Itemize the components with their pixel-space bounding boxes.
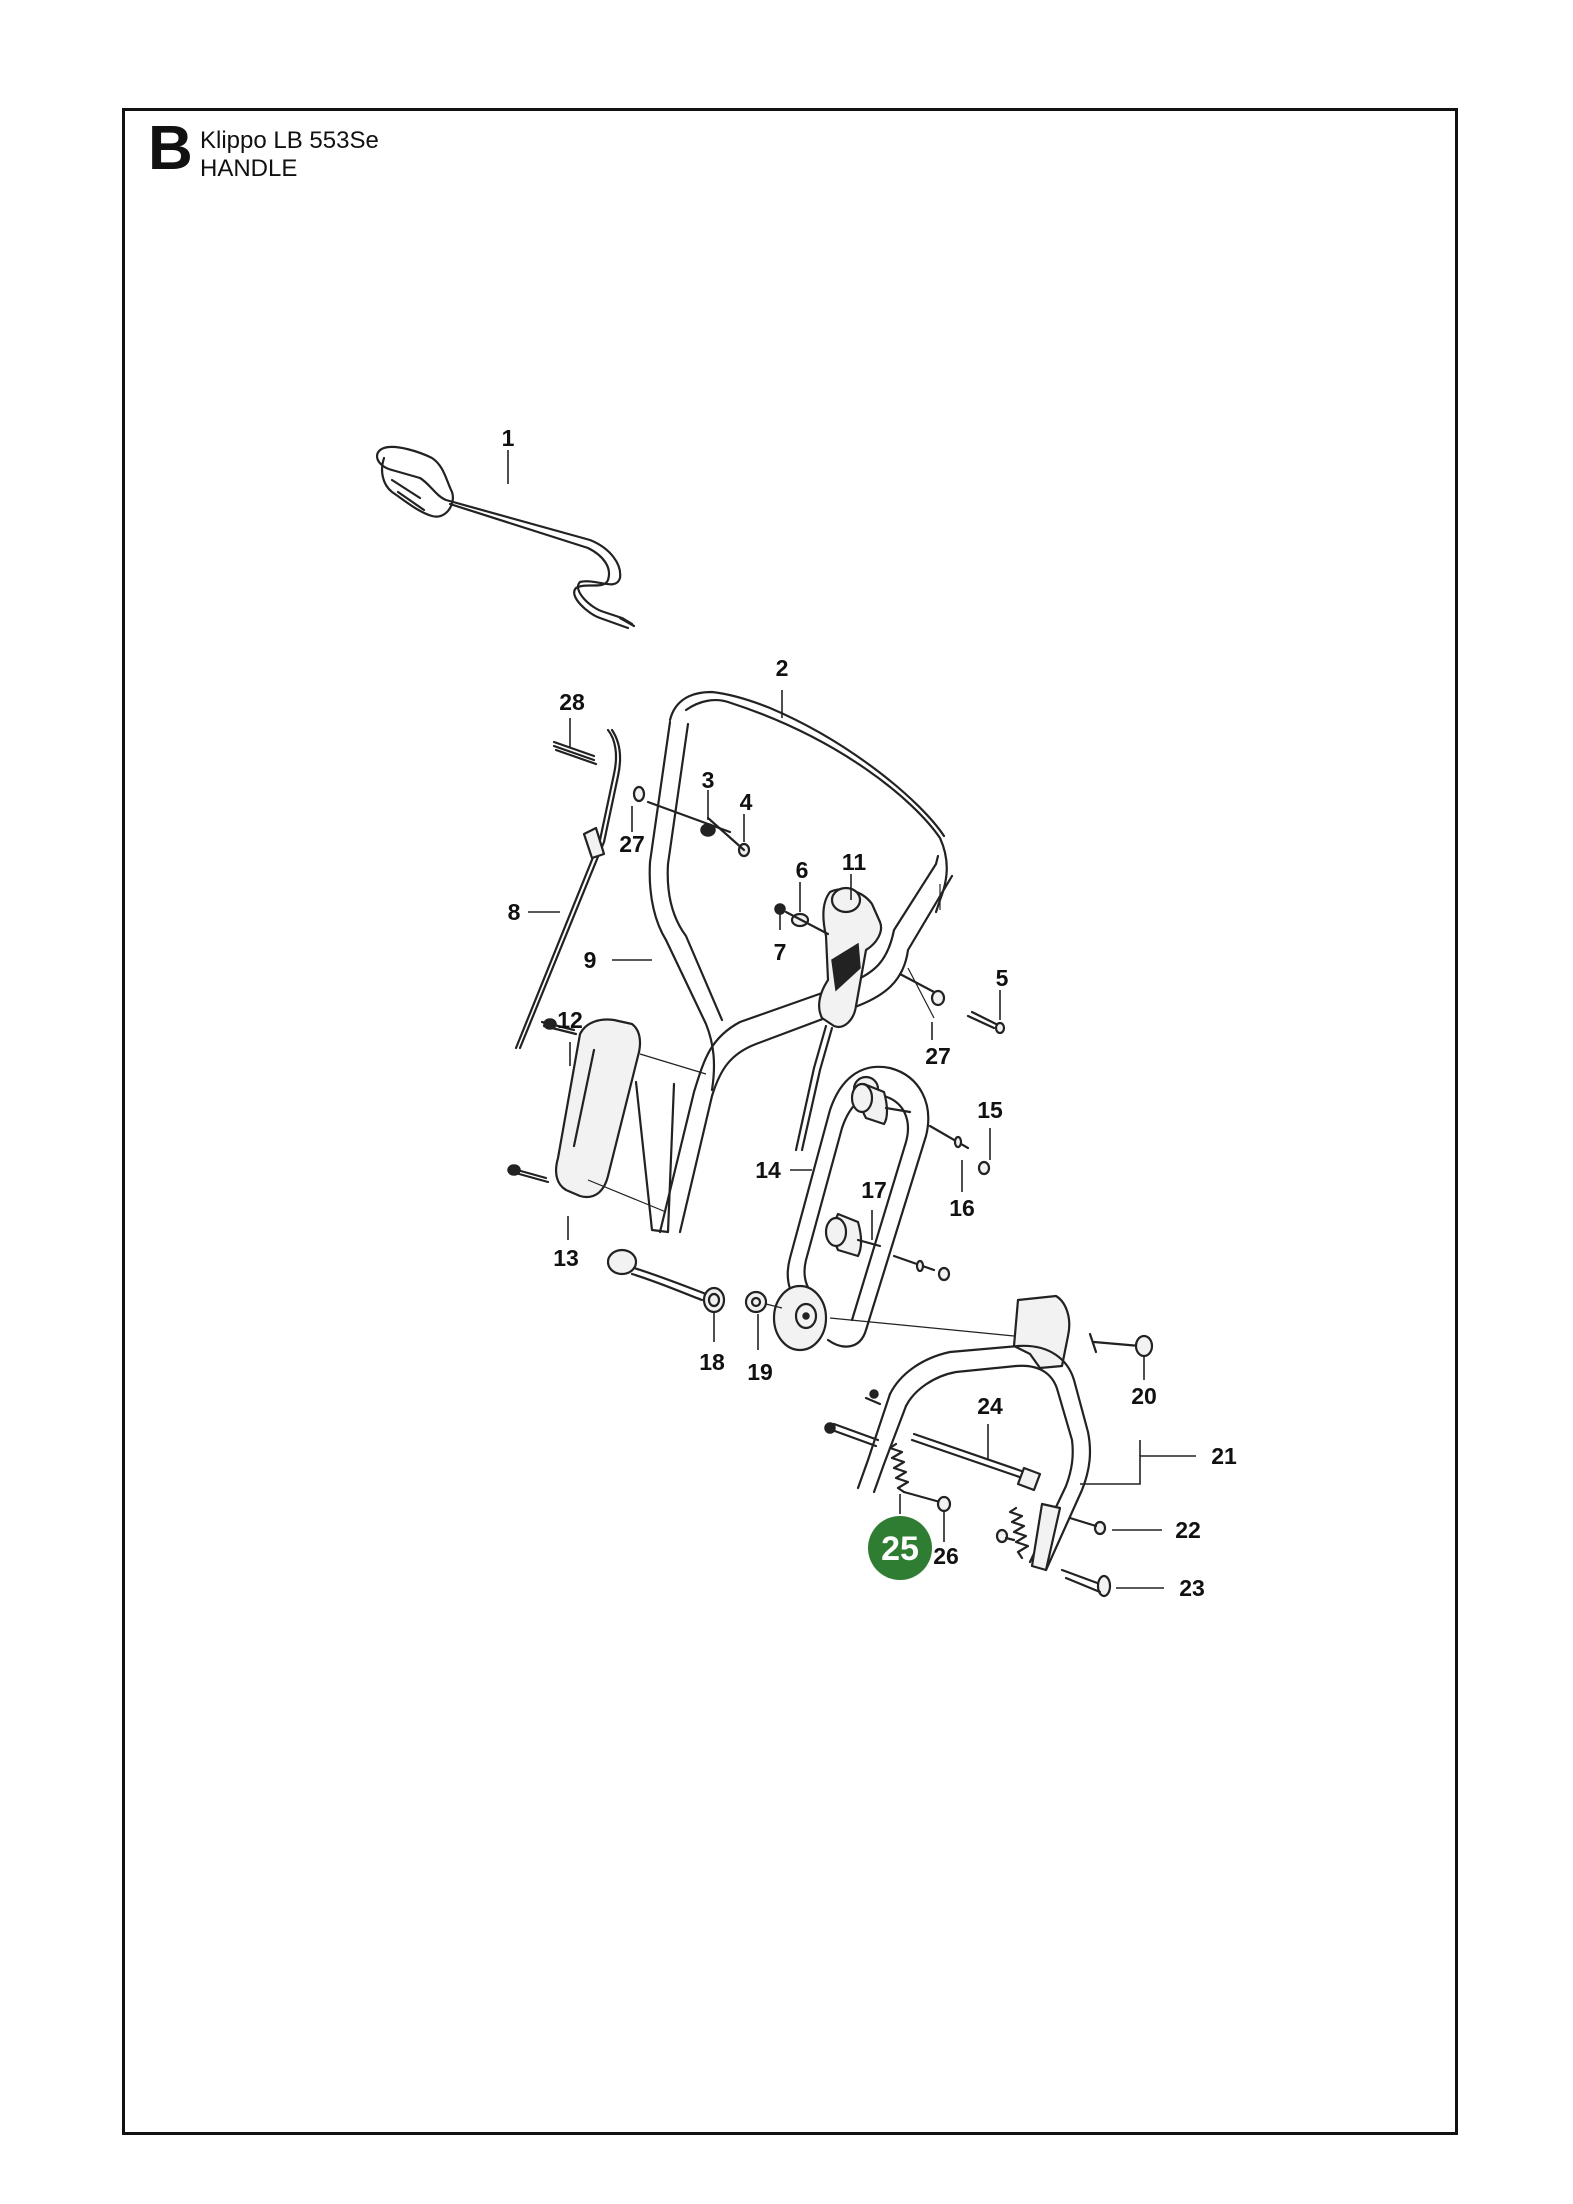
callout-19: 19 bbox=[747, 1359, 773, 1385]
callout-15: 15 bbox=[977, 1097, 1003, 1123]
callout-2: 2 bbox=[776, 655, 789, 681]
diagram-frame bbox=[122, 108, 1458, 2135]
callout-13: 13 bbox=[553, 1245, 579, 1271]
callout-5: 5 bbox=[996, 965, 1009, 991]
part-21-lower-handle bbox=[856, 1294, 1154, 1572]
part-8-cable bbox=[514, 728, 622, 1050]
callout-28: 28 bbox=[559, 689, 585, 715]
callout-17: 17 bbox=[861, 1177, 887, 1203]
part-25-springs bbox=[824, 1422, 1112, 1598]
callout-labels: 1 2 3 4 5 6 7 8 9 11 12 13 14 15 16 17 1… bbox=[502, 425, 1237, 1601]
callout-27-right: 27 bbox=[925, 1043, 951, 1069]
callout-4: 4 bbox=[740, 789, 753, 815]
part-14-bracket bbox=[772, 1065, 991, 1352]
callout-23: 23 bbox=[1179, 1575, 1205, 1601]
callout-3: 3 bbox=[702, 767, 715, 793]
leader-lines bbox=[507, 450, 1196, 1589]
highlight-label: 25 bbox=[881, 1530, 919, 1568]
callout-14: 14 bbox=[755, 1157, 781, 1183]
callout-18: 18 bbox=[699, 1349, 725, 1375]
callout-27-top: 27 bbox=[619, 831, 645, 857]
callout-21: 21 bbox=[1211, 1443, 1237, 1469]
callout-26: 26 bbox=[933, 1543, 959, 1569]
section-letter: B bbox=[148, 114, 193, 183]
callout-20: 20 bbox=[1131, 1383, 1157, 1409]
highlight-badge-25[interactable]: 25 bbox=[868, 1516, 932, 1580]
callout-9: 9 bbox=[584, 947, 597, 973]
callout-12: 12 bbox=[557, 1007, 583, 1033]
callout-24: 24 bbox=[977, 1393, 1003, 1419]
part-11-lever bbox=[794, 886, 883, 1152]
highlight-circle[interactable] bbox=[868, 1516, 932, 1580]
callout-16: 16 bbox=[949, 1195, 975, 1221]
section-title: HANDLE bbox=[200, 155, 298, 182]
part-1-bail-lever bbox=[375, 445, 636, 630]
part-18-knob bbox=[606, 1248, 1015, 1337]
part-2-upper-handle bbox=[634, 690, 954, 1234]
callout-1: 1 bbox=[502, 425, 515, 451]
model-title: Klippo LB 553Se bbox=[200, 127, 379, 154]
hardware-top bbox=[552, 740, 1006, 1035]
callout-11: 11 bbox=[842, 849, 867, 875]
callout-7: 7 bbox=[774, 939, 787, 965]
part-13-cover bbox=[507, 1018, 707, 1213]
callout-8: 8 bbox=[508, 899, 521, 925]
callout-22: 22 bbox=[1175, 1517, 1201, 1543]
callout-6: 6 bbox=[796, 857, 809, 883]
